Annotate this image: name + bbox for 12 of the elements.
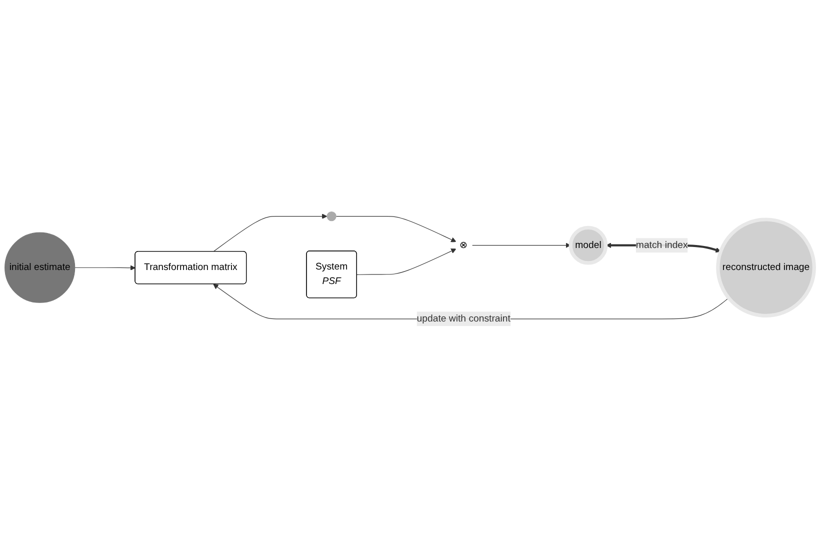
arrow (213, 214, 328, 252)
node-circle: reconstructed image (716, 218, 816, 318)
arrow (356, 248, 456, 276)
edge-label: match index (636, 240, 688, 250)
node-circle (326, 212, 336, 222)
node-text: ⊗ (460, 240, 468, 250)
node-circle: initial estimate (4, 232, 76, 303)
edge-label: update with constraint (416, 314, 510, 324)
arrow (74, 265, 136, 270)
arrow (472, 242, 571, 248)
arrow (336, 216, 456, 242)
node-circle: model (568, 226, 608, 265)
